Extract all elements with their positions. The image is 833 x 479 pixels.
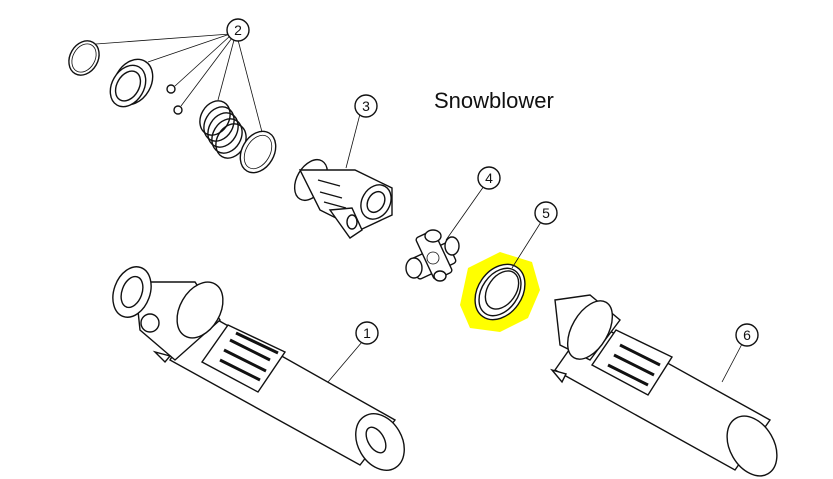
diagram-title: Snowblower (434, 88, 554, 113)
part-6-driveline-shaft[interactable] (550, 293, 787, 479)
part-2-seal-kit[interactable] (63, 35, 283, 179)
callout-1-leader (327, 341, 363, 383)
callout-5[interactable]: 5 (534, 201, 558, 225)
callout-4-leader (445, 185, 485, 241)
svg-text:2: 2 (234, 22, 242, 38)
callout-4[interactable]: 4 (477, 166, 501, 190)
callout-5-leader (511, 221, 542, 269)
callout-6-leader (721, 343, 743, 383)
svg-text:1: 1 (363, 325, 371, 341)
svg-text:6: 6 (743, 327, 751, 343)
part-5-retaining-ring[interactable] (465, 255, 535, 329)
callout-3[interactable]: 3 (354, 94, 378, 118)
callout-2-leaders (95, 33, 263, 133)
callout-3-leader (345, 113, 361, 169)
callout-2[interactable]: 2 (226, 18, 250, 42)
callout-6[interactable]: 6 (735, 323, 759, 347)
svg-text:3: 3 (362, 98, 370, 114)
part-1-driveline-shaft[interactable] (106, 261, 414, 479)
svg-text:4: 4 (485, 170, 493, 186)
part-4-universal-joint-cross[interactable] (405, 229, 460, 282)
part-3-yoke[interactable] (288, 154, 397, 239)
svg-text:5: 5 (542, 205, 550, 221)
callout-1[interactable]: 1 (355, 321, 379, 345)
